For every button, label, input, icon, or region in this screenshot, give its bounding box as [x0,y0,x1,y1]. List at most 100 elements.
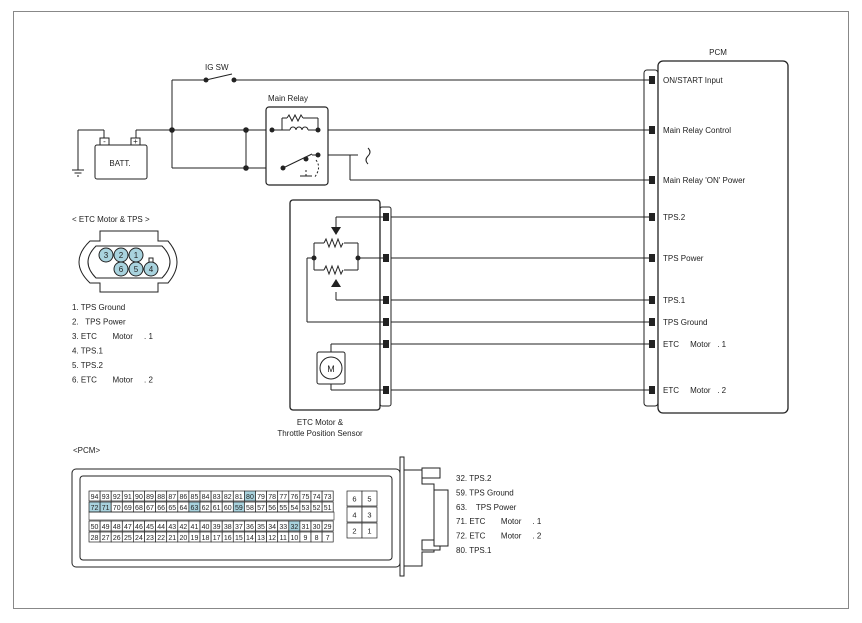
pcm-pin-label: TPS.2 [663,213,686,222]
pcm-connector-pin-number: 7 [326,535,330,542]
pcm-connector-pin-number: 41 [191,524,199,531]
pcm-connector-pin-number: 24 [135,535,143,542]
pcm-connector-pin-number: 81 [235,494,243,501]
pcm-connector-pin-number: 43 [168,524,176,531]
etc-pin-number: 5 [134,265,139,274]
pcm-connector-pin-number: 84 [202,494,210,501]
pcm-connector-pin-number: 82 [224,494,232,501]
battery-box [94,144,148,180]
pcm-connector-pin-number: 48 [113,524,121,531]
pcm-pin-label: TPS Power [663,254,704,263]
pcm-connector-pin-number: 80 [246,494,254,501]
pcm-connector-pin-number: 49 [102,524,110,531]
main-relay: Main Relay [265,94,329,186]
etc-block-label-2: Throttle Position Sensor [277,429,363,438]
pcm-connector-pin-number: 73 [324,494,332,501]
pcm-connector-pin-number: 91 [124,494,132,501]
pcm-connector-pin-number: 42 [179,524,187,531]
pcm-legend-item: 32. TPS.2 [456,474,492,483]
etc-legend-item: 2. TPS Power [72,318,126,327]
pcm-connector-pin-number: 94 [91,494,99,501]
pcm-connector-pin-number: 17 [213,535,221,542]
pcm-connector-pin-number: 93 [102,494,110,501]
pcm-connector-pin-number: 14 [246,535,254,542]
pcm-connector-pin-number: 27 [102,535,110,542]
pcm-connector-pin-number: 8 [315,535,319,542]
pcm-connector-pin-number: 19 [191,535,199,542]
pcm-title: PCM [709,48,727,57]
pcm-connector-pin-number: 44 [157,524,165,531]
etc-legend-item: 4. TPS.1 [72,347,104,356]
pcm-pin-terminal [649,296,655,304]
pcm-connector-pin-number: 18 [202,535,210,542]
etc-block-label-1: ETC Motor & [297,418,344,427]
pcm-pin-label: Main Relay 'ON' Power [663,176,746,185]
pcm-connector-pin-number: 25 [124,535,132,542]
pcm-connector-pin-number: 39 [213,524,221,531]
pcm-pin-label: TPS.1 [663,296,686,305]
battery-label: BATT. [109,159,130,168]
pcm-connector-pin-number: 71 [102,505,110,512]
pcm-pin-terminal [649,126,655,134]
etc-pin-number: 6 [119,265,124,274]
pcm-connector-pin-number: 56 [268,505,276,512]
etc-pin [98,247,114,263]
pcm-connector-pin-number: 59 [235,505,243,512]
etc-pin-number: 4 [149,265,154,274]
pcm-connector-pin-number: 21 [168,535,176,542]
pcm-connector-pin-number: 9 [303,535,307,542]
pcm-legend-item: 80. TPS.1 [456,546,492,555]
pcm-connector-pin-number: 72 [91,505,99,512]
main-relay-label: Main Relay [268,94,308,103]
pcm-connector-cell [321,520,334,532]
junction-dots [169,127,249,171]
pcm-connector-pin-number: 88 [157,494,165,501]
pcm-connector-pin-number: 70 [113,505,121,512]
pcm-connector-pin-number: 65 [168,505,176,512]
pcm-pin-label: ON/START Input [663,76,723,85]
pcm-connector-pin-number: 62 [202,505,210,512]
pcm-connector-pin-number: 30 [313,524,321,531]
pcm-connector-pin-number: 13 [257,535,265,542]
pcm-connector-pin-number: 54 [290,505,298,512]
pcm-connector-pin-number: 47 [124,524,132,531]
pcm-legend-item: 71. ETC Motor . 1 [456,517,542,526]
diagram-frame [13,11,849,609]
pcm-connector-pin-number: 22 [157,535,165,542]
etc-pin [113,261,129,277]
etc-legend-item: 3. ETC Motor . 1 [72,332,153,341]
etc-pin-number: 3 [104,251,109,260]
pcm-connector-pin-number: 86 [179,494,187,501]
pcm-connector-pin-number: 16 [224,535,232,542]
pcm-connector-pin-number: 11 [280,535,287,542]
pcm-connector-pin-number: 10 [290,535,298,542]
pcm-connector-pin-number: 67 [146,505,154,512]
etc-legend-item: 1. TPS Ground [72,303,125,312]
etc-pin-number: 1 [134,251,139,260]
pcm-connector-pin-number: 60 [224,505,232,512]
pcm-connector-cell [321,531,334,543]
pcm-connector-pin-number: 33 [279,524,287,531]
pcm-small-pin-number: 6 [352,495,356,504]
pcm-small-cell [361,522,378,539]
etc-pin-number: 2 [119,251,124,260]
etc-motor-tps-block: ETC Motor & Throttle Position Sensor [277,199,650,438]
pcm-connector-pin-number: 63 [191,505,199,512]
pcm-connector-pin-number: 85 [191,494,199,501]
pcm-connector-pin-number: 57 [257,505,265,512]
pcm-pin-label: ETC Motor . 1 [663,340,727,349]
pcm-connector-pin-number: 58 [246,505,254,512]
pcm-small-pin-number: 2 [352,527,356,536]
etc-pin [128,261,144,277]
pcm-small-pin-number: 3 [367,511,371,520]
ig-switch: IG SW [203,63,237,83]
pcm-connector-pin-number: 83 [213,494,221,501]
pcm-connector-pin-number: 51 [324,505,332,512]
pcm-connector-pin-number: 23 [146,535,154,542]
pcm-pin-terminal [649,213,655,221]
pcm-connector-pin-number: 75 [302,494,310,501]
